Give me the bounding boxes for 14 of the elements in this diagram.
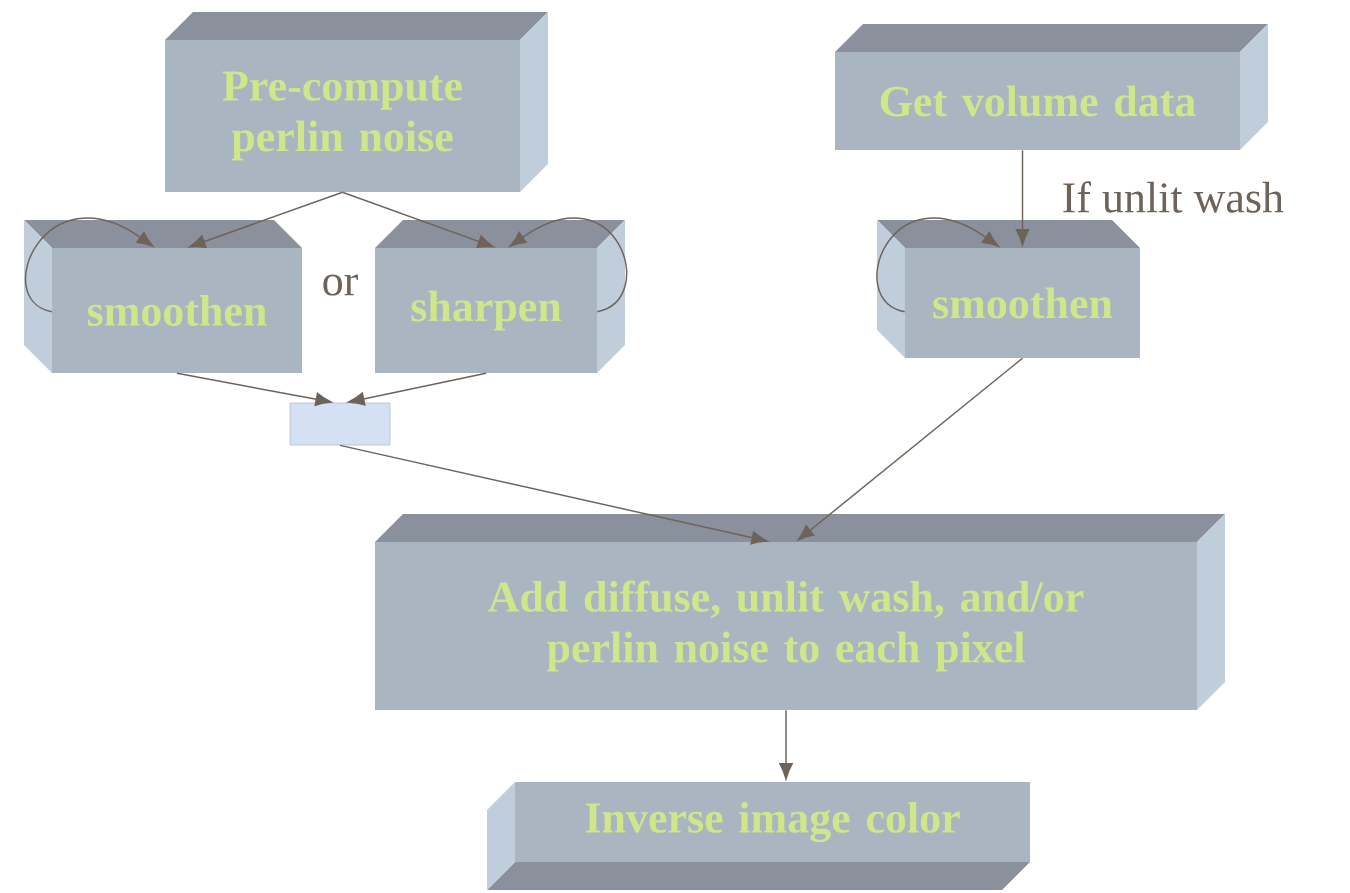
arrow: [189, 191, 344, 249]
junction-box: [289, 402, 391, 446]
edge-label: If unlit wash: [1060, 179, 1286, 215]
arrow: [339, 444, 768, 545]
arrow: [876, 217, 999, 313]
arrow: [176, 372, 332, 406]
arrow: [1015, 149, 1030, 246]
arrow: [25, 217, 154, 313]
arrow: [779, 709, 793, 780]
note-label: or: [323, 274, 358, 296]
arrow: [348, 372, 487, 406]
arrow: [341, 191, 494, 249]
arrow: [509, 217, 628, 313]
arrow: [797, 357, 1024, 541]
